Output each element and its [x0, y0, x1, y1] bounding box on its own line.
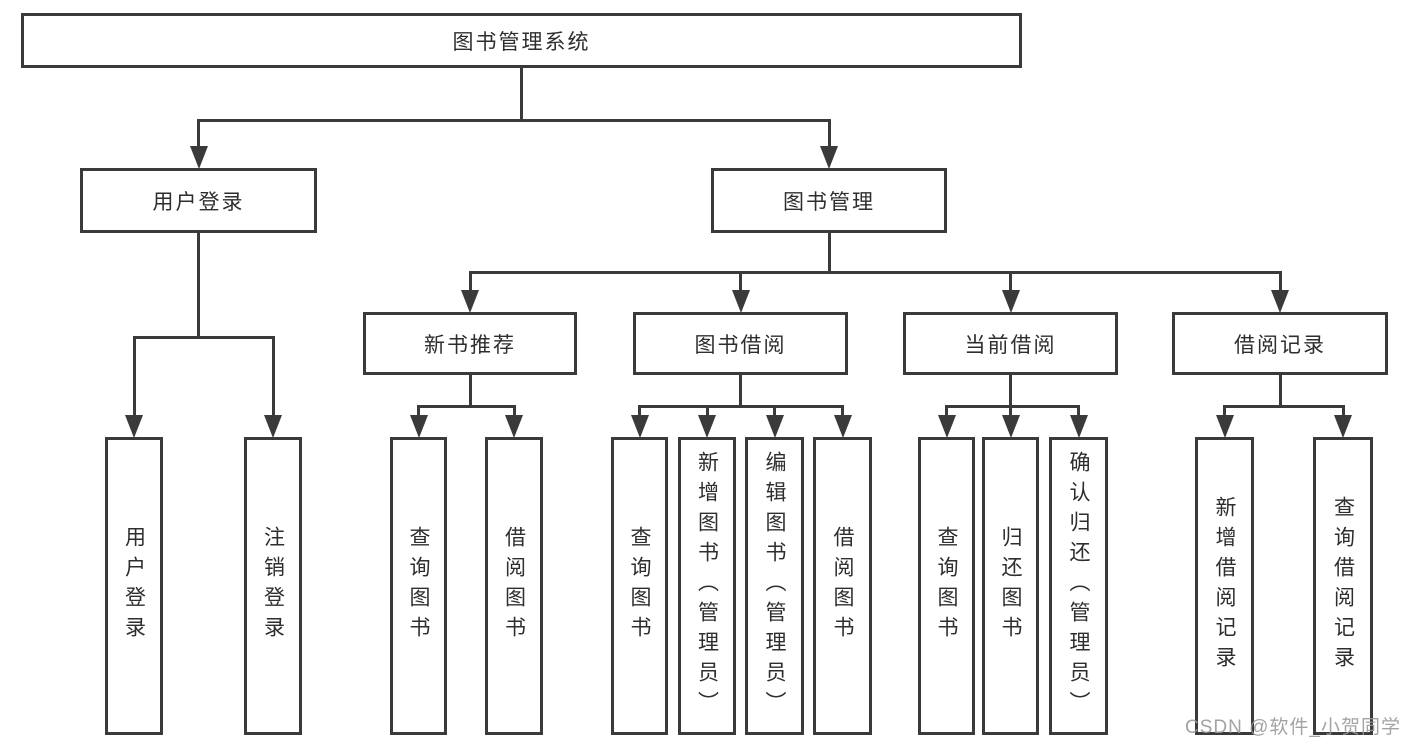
node-query-borrow-record: 查询借阅记录 — [1313, 437, 1373, 735]
connector-line — [1341, 405, 1345, 416]
node-label-borrow-record: 借阅记录 — [1234, 333, 1326, 357]
arrowhead-down-icon — [505, 415, 523, 438]
node-logout-op: 注销登录 — [244, 437, 302, 735]
connector-line — [1278, 375, 1282, 407]
arrowhead-down-icon — [1215, 415, 1234, 438]
connector-line — [638, 405, 641, 416]
node-query-book-borrow: 查询图书 — [611, 437, 668, 735]
connector-line — [773, 405, 776, 416]
connector-line — [827, 119, 831, 147]
arrowhead-down-icon — [461, 290, 479, 313]
node-label-return-book: 归还图书 — [999, 526, 1022, 646]
node-return-book: 归还图书 — [982, 437, 1039, 735]
arrowhead-down-icon — [630, 415, 649, 438]
connector-line — [1009, 375, 1012, 407]
node-label-query-borrow-record: 查询借阅记录 — [1331, 496, 1355, 676]
arrowhead-down-icon — [937, 415, 956, 438]
connector-line — [739, 375, 742, 407]
arrowhead-down-icon — [1001, 290, 1020, 313]
arrowhead-down-icon — [264, 415, 282, 438]
arrowhead-down-icon — [1334, 415, 1352, 438]
connector-line — [271, 336, 275, 416]
connector-line — [1009, 405, 1012, 416]
arrowhead-down-icon — [1069, 415, 1088, 438]
arrowhead-down-icon — [731, 290, 750, 313]
node-root: 图书管理系统 — [21, 13, 1022, 68]
connector-line — [1009, 271, 1012, 291]
arrowhead-down-icon — [125, 415, 143, 438]
node-book-borrow: 图书借阅 — [633, 312, 848, 375]
node-label-logout-op: 注销登录 — [261, 526, 285, 646]
node-label-query-book-current: 查询图书 — [935, 526, 958, 646]
connector-line — [132, 336, 136, 416]
node-label-borrow-book-rec: 借阅图书 — [502, 526, 526, 646]
node-borrow-book-rec: 借阅图书 — [485, 437, 543, 735]
node-label-add-book: 新增图书（管理员） — [695, 451, 719, 721]
node-book-mgmt: 图书管理 — [711, 168, 947, 233]
connector-line — [705, 405, 709, 416]
arrowhead-down-icon — [409, 415, 428, 438]
arrowhead-down-icon — [1001, 415, 1020, 438]
node-label-current-borrow: 当前借阅 — [964, 333, 1057, 357]
connector-line — [1278, 271, 1282, 291]
node-label-login-op: 用户登录 — [122, 526, 146, 646]
csdn-watermark: CSDN @软件_小贺同学 — [1185, 717, 1401, 738]
arrowhead-down-icon — [698, 415, 716, 438]
node-label-add-borrow-record: 新增借阅记录 — [1213, 496, 1236, 676]
connector-line — [945, 405, 948, 416]
arrowhead-down-icon — [1271, 290, 1289, 313]
node-label-borrow-book: 借阅图书 — [831, 526, 854, 646]
arrowhead-down-icon — [833, 415, 852, 438]
connector-line — [468, 271, 472, 291]
node-label-edit-book: 编辑图书（管理员） — [763, 451, 786, 721]
node-edit-book: 编辑图书（管理员） — [745, 437, 804, 735]
node-label-root: 图书管理系统 — [452, 30, 591, 54]
node-label-confirm-return: 确认归还（管理员） — [1067, 451, 1090, 721]
node-query-book-rec: 查询图书 — [390, 437, 447, 735]
connector-line — [468, 375, 472, 407]
node-label-book-mgmt: 图书管理 — [783, 190, 875, 214]
node-query-book-current: 查询图书 — [918, 437, 975, 735]
node-label-query-book-rec: 查询图书 — [407, 526, 430, 646]
connector-line — [739, 271, 742, 291]
node-borrow-book: 借阅图书 — [813, 437, 872, 735]
connector-line — [638, 405, 844, 408]
node-label-book-borrow: 图书借阅 — [694, 333, 787, 357]
connector-line — [841, 405, 844, 416]
node-new-book-rec: 新书推荐 — [363, 312, 577, 375]
connector-line — [520, 68, 523, 121]
connector-line — [1077, 405, 1080, 416]
connector-line — [512, 405, 516, 416]
node-current-borrow: 当前借阅 — [903, 312, 1118, 375]
arrowhead-down-icon — [765, 415, 784, 438]
connector-line — [197, 119, 200, 147]
arrowhead-down-icon — [189, 146, 208, 169]
node-user-login: 用户登录 — [80, 168, 317, 233]
node-add-borrow-record: 新增借阅记录 — [1195, 437, 1254, 735]
connector-line — [197, 233, 200, 338]
node-add-book: 新增图书（管理员） — [678, 437, 736, 735]
connector-line — [132, 336, 275, 339]
connector-line — [827, 233, 831, 273]
node-login-op: 用户登录 — [105, 437, 163, 735]
connector-line — [417, 405, 420, 416]
node-label-user-login: 用户登录 — [152, 190, 245, 214]
connector-line — [1223, 405, 1345, 408]
node-label-new-book-rec: 新书推荐 — [424, 333, 516, 357]
connector-line — [468, 271, 1282, 274]
connector-line — [1223, 405, 1226, 416]
node-confirm-return: 确认归还（管理员） — [1049, 437, 1108, 735]
node-borrow-record: 借阅记录 — [1172, 312, 1388, 375]
arrowhead-down-icon — [820, 146, 838, 169]
node-label-query-book-borrow: 查询图书 — [628, 526, 651, 646]
connector-line — [417, 405, 516, 408]
connector-line — [945, 405, 1080, 408]
connector-line — [197, 119, 831, 122]
